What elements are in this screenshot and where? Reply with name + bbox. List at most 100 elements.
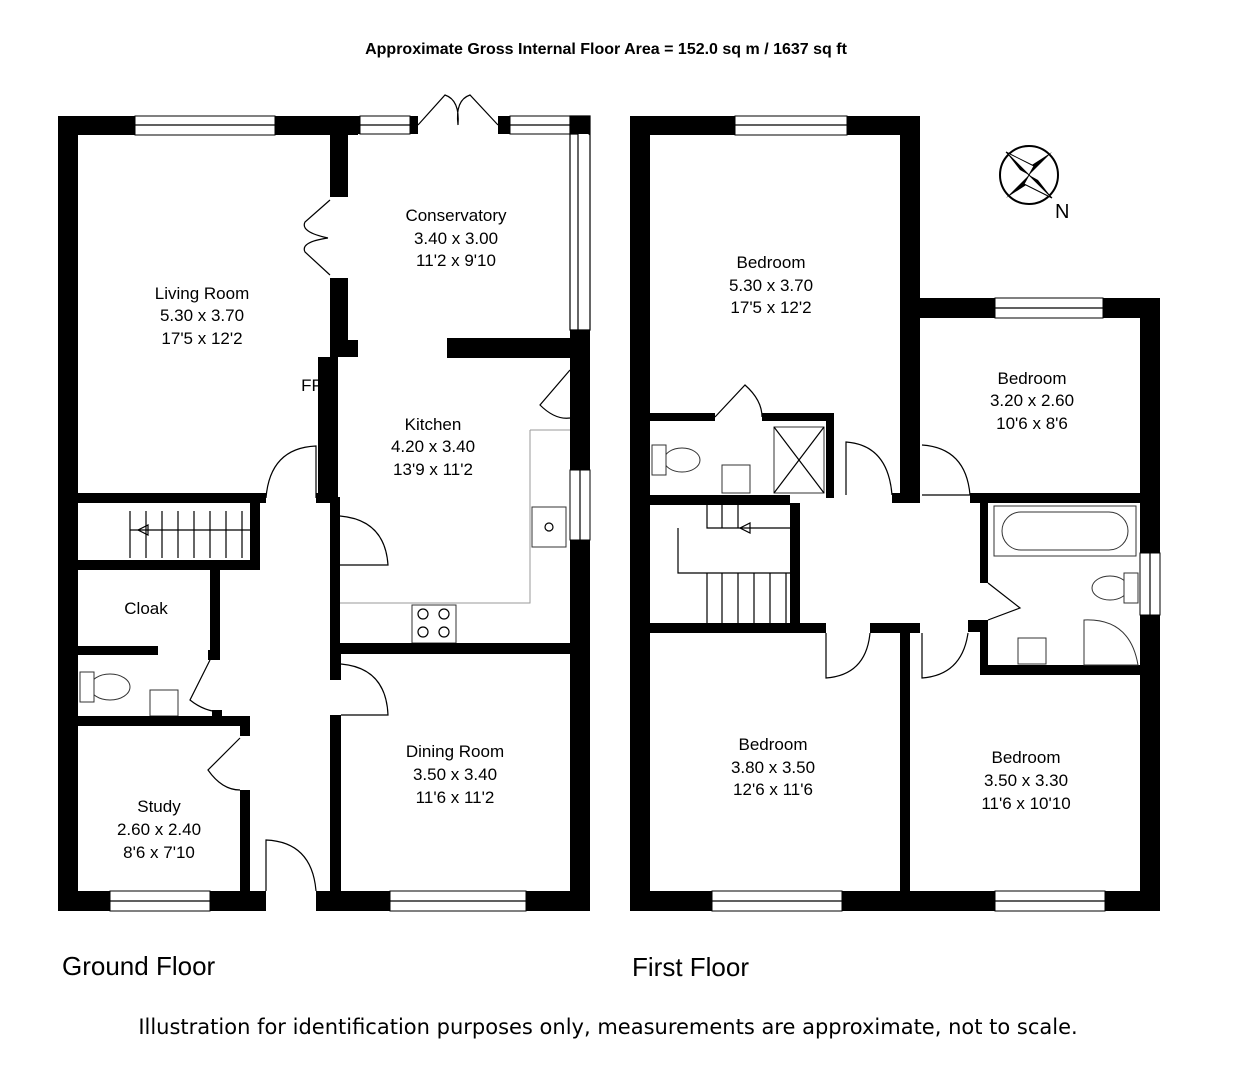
bedroom2-imperial: 10'6 x 8'6: [996, 414, 1068, 433]
study-imperial: 8'6 x 7'10: [123, 843, 195, 862]
wall: [240, 716, 250, 736]
wall: [910, 298, 920, 498]
living-room-metric: 5.30 x 3.70: [160, 306, 244, 325]
wall: [330, 654, 341, 680]
wall: [447, 338, 590, 358]
wall: [790, 503, 800, 623]
wall: [570, 420, 590, 470]
floor-area-title: Approximate Gross Internal Floor Area = …: [365, 41, 847, 58]
wall: [58, 716, 242, 726]
front-door: [265, 839, 317, 892]
living-door: [265, 445, 317, 499]
cloak-door: [189, 659, 223, 713]
first-floor-plan: [630, 115, 1161, 912]
wall: [650, 413, 715, 421]
cloak-name: Cloak: [124, 599, 168, 618]
bedroom3-imperial: 12'6 x 11'6: [733, 780, 813, 799]
wall: [58, 116, 78, 911]
basin: [149, 689, 179, 717]
first-floor-label: First Floor: [632, 952, 749, 982]
wall: [870, 623, 920, 633]
wall: [240, 790, 250, 910]
front-door-opening: [266, 891, 316, 911]
wall: [630, 116, 650, 911]
bathroom-door: [987, 582, 1022, 621]
kitchen-name: Kitchen: [405, 415, 462, 434]
french-door: [417, 94, 499, 126]
disclaimer-text: Illustration for identification purposes…: [138, 1015, 1077, 1039]
kitchen-imperial: 13'9 x 11'2: [393, 460, 473, 479]
wall: [650, 623, 826, 633]
bedroom4-imperial: 11'6 x 10'10: [981, 794, 1070, 813]
study-metric: 2.60 x 2.40: [117, 820, 201, 839]
bedroom2-name: Bedroom: [998, 369, 1067, 388]
wall: [58, 493, 266, 503]
dining-room-imperial: 11'6 x 11'2: [416, 788, 495, 807]
kitchen-door: [339, 515, 389, 566]
bedroom4-door: [921, 632, 969, 679]
conservatory-imperial: 11'2 x 9'10: [416, 251, 496, 270]
wall: [900, 623, 910, 891]
basin: [721, 464, 751, 494]
study-name: Study: [137, 797, 181, 816]
bedroom4-metric: 3.50 x 3.30: [984, 771, 1068, 790]
toilet: [663, 447, 701, 473]
wall: [330, 715, 341, 911]
fireplace-label: FP: [301, 376, 323, 395]
toilet: [89, 673, 131, 701]
conservatory-name: Conservatory: [405, 206, 507, 225]
side-door: [539, 369, 571, 419]
wall: [650, 495, 790, 505]
living-room-imperial: 17'5 x 12'2: [161, 329, 242, 348]
ensuite-door: [714, 384, 763, 418]
wall: [762, 413, 832, 421]
bedroom3-metric: 3.80 x 3.50: [731, 758, 815, 777]
basin: [1017, 637, 1047, 665]
ground-floor-label: Ground Floor: [62, 951, 216, 981]
wall: [330, 278, 348, 340]
bedroom3-name: Bedroom: [739, 735, 808, 754]
staircase: [129, 511, 250, 558]
wall: [980, 503, 988, 583]
double-door: [303, 199, 331, 276]
wall: [330, 643, 590, 654]
dining-door: [340, 663, 389, 716]
bedroom2-metric: 3.20 x 2.60: [990, 391, 1074, 410]
bedroom1-metric: 5.30 x 3.70: [729, 276, 813, 295]
wall: [78, 646, 158, 655]
wall: [892, 493, 920, 503]
wall: [570, 330, 590, 911]
bedroom3-door: [825, 632, 871, 679]
compass-north-label: N: [1055, 201, 1069, 223]
wall: [212, 710, 222, 720]
wall: [330, 497, 340, 647]
bedroom1-imperial: 17'5 x 12'2: [730, 298, 811, 317]
bedroom4-name: Bedroom: [992, 748, 1061, 767]
wall: [210, 570, 220, 650]
conservatory-metric: 3.40 x 3.00: [414, 229, 498, 248]
compass-rose-icon: [999, 145, 1059, 205]
wall: [318, 357, 338, 497]
wall: [316, 493, 338, 503]
bedroom1-door: [845, 441, 893, 496]
wall: [980, 665, 1160, 675]
wall: [570, 358, 590, 370]
wall: [970, 493, 1160, 503]
wall: [58, 560, 260, 570]
wall: [208, 650, 220, 660]
wall: [250, 503, 260, 565]
shower-enclosure: [1083, 619, 1139, 666]
wall: [826, 413, 834, 498]
kitchen-metric: 4.20 x 3.40: [391, 437, 475, 456]
sink: [531, 506, 567, 548]
toilet: [1091, 575, 1129, 601]
dining-room-metric: 3.50 x 3.40: [413, 765, 497, 784]
glazed-wall: [569, 115, 591, 331]
ground-floor-plan: [58, 94, 591, 912]
wall: [980, 620, 988, 670]
wall: [330, 135, 348, 197]
staircase: [677, 505, 790, 623]
study-door: [207, 737, 241, 791]
bedroom1-name: Bedroom: [737, 253, 806, 272]
